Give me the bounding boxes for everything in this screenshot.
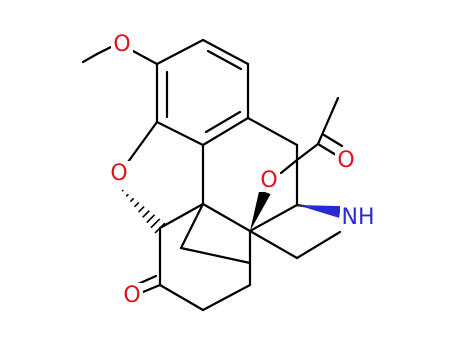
- ketone-oxygen-label: O: [123, 283, 140, 308]
- c13-c14-bond: [201, 202, 252, 233]
- c14-c9-bond: [248, 203, 299, 233]
- amine-nitrogen-label: NH: [342, 205, 375, 230]
- acetyl-carbonyl-double-bond-2-a: [322, 133, 335, 142]
- atom-label-layer: O O O O O NH: [108, 32, 376, 308]
- furan-oxygen-hash-bond-hash: [146, 214, 156, 224]
- c15-c16-bond: [201, 283, 252, 312]
- amine-wedge-bond: [297, 205, 341, 218]
- ring-to-furan-oxygen-bond-b: [126, 140, 144, 164]
- methoxy-to-ring-bond-b: [143, 56, 159, 66]
- methoxy-oxygen-label: O: [113, 32, 130, 57]
- acetyl-carbonyl-to-methyl: [316, 96, 340, 146]
- c13-to-ethano-bridge: [179, 202, 205, 250]
- furan-oxygen-atom: O: [108, 161, 130, 186]
- furan-oxygen-hash-bond-hash: [133, 201, 140, 208]
- aromatic-bond-5: [201, 116, 250, 147]
- furan-oxygen-hash-bond-hash: [154, 222, 166, 234]
- ketone-oxygen-atom: O: [121, 283, 143, 308]
- aromatic-bond-6: [155, 120, 205, 147]
- ethano-bridge-2: [179, 246, 252, 265]
- c14-to-c16-ring: [248, 229, 299, 260]
- methyl-to-methoxy-bond-a: [81, 52, 99, 64]
- furan-oxygen-hash-bond: [121, 189, 166, 234]
- acetyl-oxygen-to-carbonyl-b: [295, 142, 320, 162]
- c5-to-c13-bond: [158, 202, 205, 230]
- amine-nitrogen-atom: NH: [340, 205, 376, 230]
- acetyl-oxygen-to-carbonyl-a: [279, 158, 299, 175]
- c10-bond: [246, 116, 299, 147]
- acetyl-oxygen-wedge-bond: [250, 189, 271, 231]
- furan-oxygen-hash-bond-hash: [121, 189, 124, 192]
- c16-c6-bond: [158, 283, 205, 312]
- furan-oxygen-hash-bond-hash: [129, 197, 135, 203]
- furan-oxygen-hash-bond-hash: [142, 210, 150, 218]
- acetyl-carbonyl-double-bond-a: [316, 142, 329, 151]
- methoxy-oxygen-atom: O: [111, 32, 133, 57]
- acetyl-carbonyl-double-bond-2-b: [331, 139, 344, 148]
- c16-amine-bond: [295, 230, 342, 260]
- ketone-double-bond-1-a: [150, 283, 162, 290]
- ketone-double-bond-1-b: [141, 287, 153, 294]
- ring-to-furan-oxygen-bond-a: [141, 120, 159, 144]
- aromatic-bond-5-inner: [204, 110, 242, 134]
- furan-oxygen-hash-bond-hash: [138, 206, 145, 213]
- aromatic-bond-3-inner: [206, 49, 243, 71]
- furan-oxygen-hash-bond-hash: [125, 193, 129, 197]
- acetyl-ester-oxygen-label: O: [260, 168, 277, 193]
- acetyl-ester-oxygen-atom: O: [258, 168, 280, 193]
- stereo-wedge-layer: [121, 189, 341, 234]
- methoxy-to-ring-bond-a: [131, 49, 147, 59]
- furan-oxygen-label: O: [110, 161, 127, 186]
- methyl-to-methoxy-bond-b: [95, 45, 113, 56]
- ketone-double-bond-2-a: [145, 274, 158, 282]
- acetyl-carbonyl-double-bond-b: [325, 148, 338, 157]
- acetyl-carbonyl-oxygen-label: O: [337, 148, 354, 173]
- furan-oxygen-hash-bond-hash: [150, 218, 161, 229]
- aromatic-bond-2: [201, 38, 250, 66]
- acetyl-carbonyl-oxygen-atom: O: [335, 148, 357, 173]
- aromatic-bond-1: [155, 38, 205, 66]
